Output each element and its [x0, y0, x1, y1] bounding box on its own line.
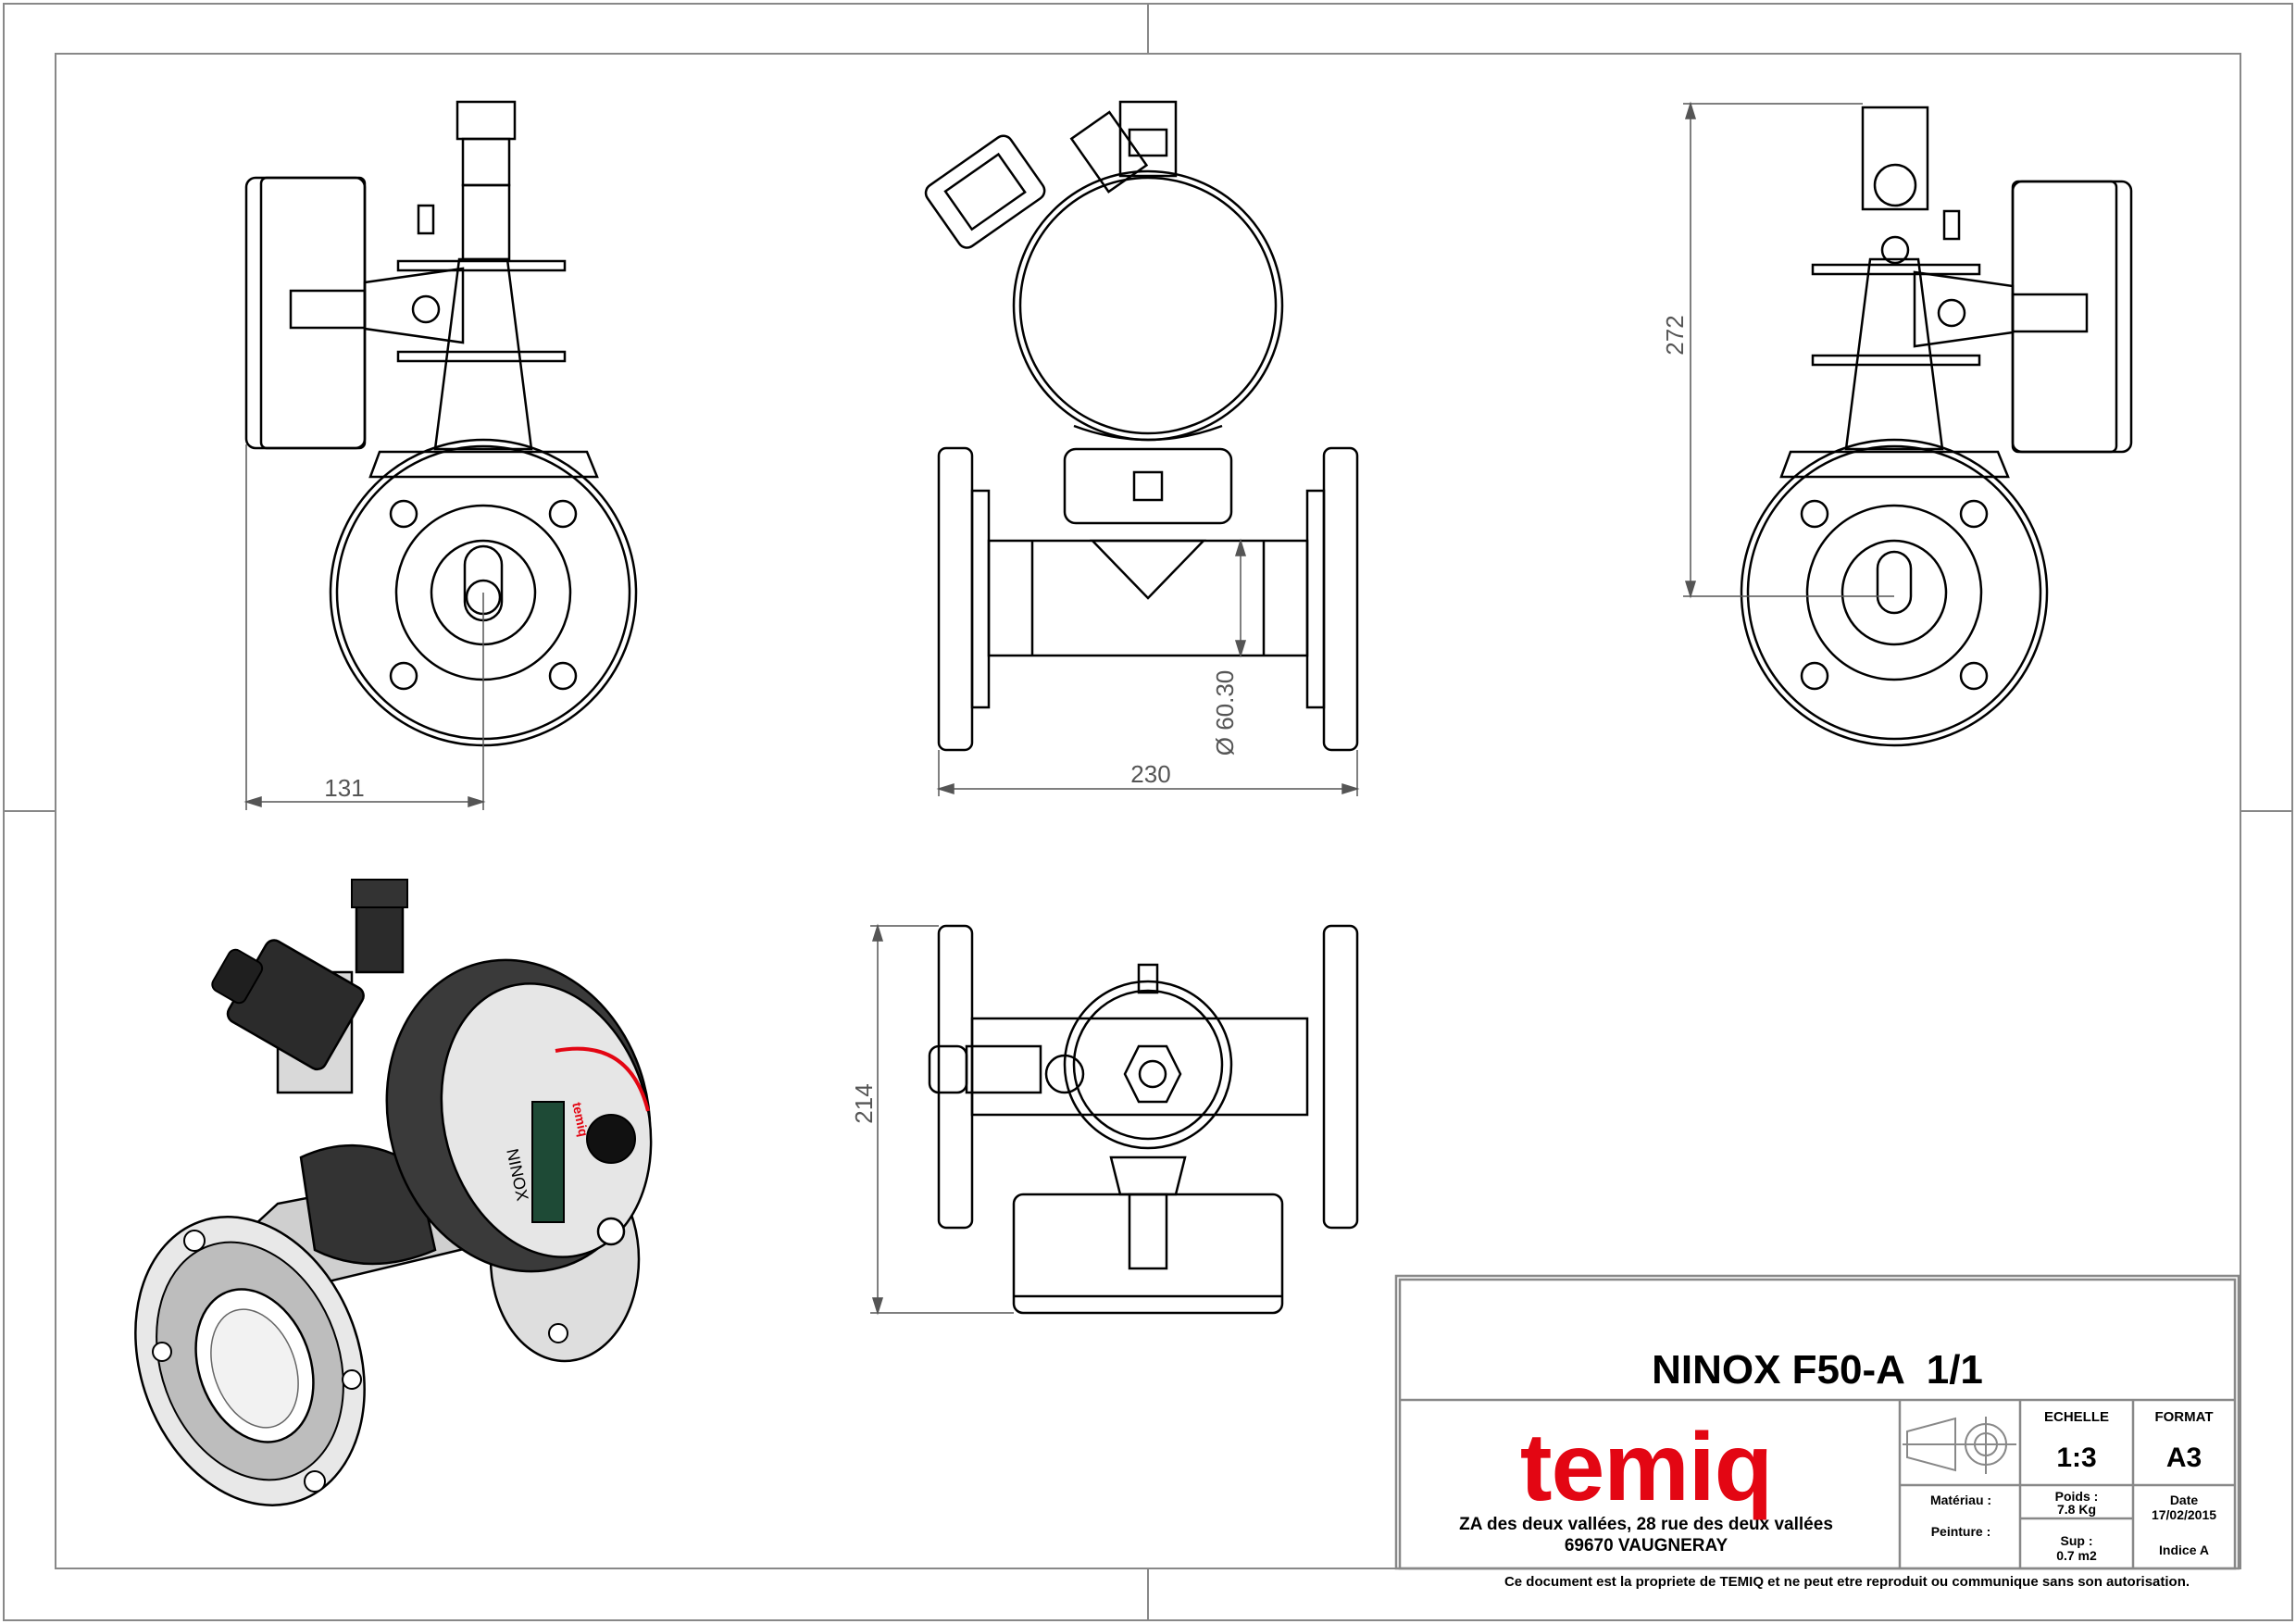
- bottom-view: [928, 924, 1359, 1315]
- device-logo-text: temiq: [569, 1101, 591, 1138]
- format-label: FORMAT: [2154, 1409, 2214, 1425]
- dim-230: [936, 750, 1360, 796]
- dim-label-272: 272: [1661, 315, 1689, 355]
- front-view: [924, 100, 1359, 752]
- dim-label-diameter: Ø 60.30: [1211, 670, 1239, 756]
- scale-label: ECHELLE: [2043, 1409, 2109, 1425]
- material-label: Matériau :: [1929, 1493, 1992, 1507]
- paint-label: Peinture :: [1930, 1524, 1991, 1539]
- isometric-view: [134, 879, 653, 1506]
- dim-label-230: 230: [1130, 760, 1170, 788]
- weight-value: 7.8 Kg: [2056, 1502, 2096, 1517]
- date-value: 17/02/2015: [2151, 1507, 2217, 1522]
- scale-value: 1:3: [2056, 1443, 2097, 1473]
- dim-label-131: 131: [324, 774, 364, 802]
- company-logo: temiq: [1519, 1414, 1773, 1521]
- drawing-title: NINOX F50-A 1/1: [1652, 1347, 1983, 1393]
- title-block-frame: [1394, 1274, 2240, 1570]
- left-view: [244, 100, 638, 747]
- format-value: A3: [2165, 1443, 2202, 1473]
- dim-label-214: 214: [850, 1083, 878, 1123]
- weight-label: Poids :: [2054, 1489, 2099, 1504]
- dim-214: [870, 923, 1014, 1316]
- date-label: Date: [2169, 1493, 2199, 1507]
- index-label: Indice A: [2159, 1543, 2209, 1557]
- dim-272: [1683, 101, 1894, 599]
- dim-131: [243, 444, 486, 810]
- surface-label: Sup :: [2060, 1533, 2093, 1548]
- surface-value: 0.7 m2: [2056, 1548, 2097, 1563]
- copyright-notice: Ce document est la propriete de TEMIQ et…: [1504, 1574, 2190, 1590]
- address-line-1: ZA des deux vallées, 28 rue des deux val…: [1459, 1515, 1833, 1534]
- right-view: [1740, 106, 2133, 747]
- dim-diameter: [1234, 538, 1247, 658]
- address-line-2: 69670 VAUGNERAY: [1564, 1536, 1728, 1555]
- projection-symbol: [1903, 1417, 2016, 1474]
